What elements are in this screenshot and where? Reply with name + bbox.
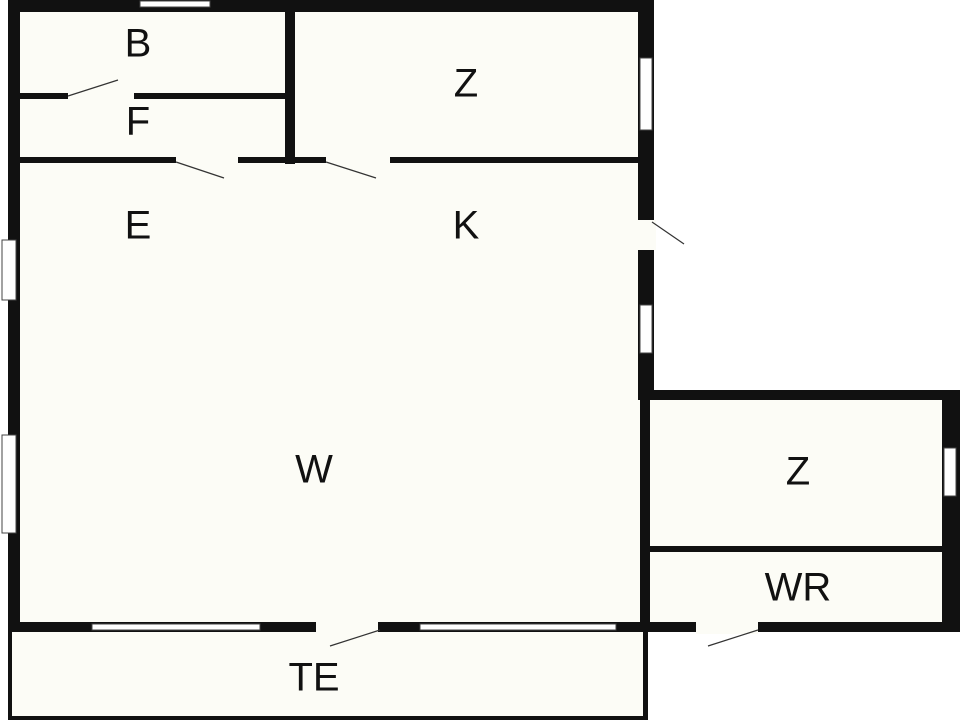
window-right-upper [639, 57, 653, 131]
window-bottom-left [91, 623, 261, 631]
floor-main [14, 8, 646, 628]
room-label-bathroom: B [125, 22, 152, 66]
door-gap-bathroom [68, 91, 134, 101]
floors [10, 8, 946, 718]
door-gap-hall [176, 155, 238, 165]
room-label-hall: F [126, 100, 150, 144]
room-label-utility: WR [765, 566, 832, 610]
door-gap-utility [696, 620, 758, 634]
terrace-right-edge [643, 628, 648, 720]
terrace-left-edge [8, 628, 12, 720]
room-label-kitchen: K [453, 204, 480, 248]
door-swing-entrance [651, 221, 685, 245]
wall-top [8, 0, 654, 12]
door-swing-bathroom [67, 79, 119, 97]
door-gap-terrace [316, 620, 378, 634]
door-swing-utility [707, 629, 759, 647]
wall-annex-divider [646, 546, 946, 552]
door-gap-entrance [636, 220, 656, 250]
wall-annex-right [942, 390, 960, 632]
window-right-lower [639, 304, 653, 354]
room-label-terrace: TE [288, 656, 339, 700]
room-label-bedroom-right: Z [786, 450, 810, 494]
door-gap-bedroom-top [326, 155, 390, 165]
door-swing-hall [175, 161, 225, 179]
door-swings [67, 79, 759, 647]
wall-bathroom-bottom [18, 93, 288, 99]
window-annex-right [943, 447, 957, 497]
room-label-living: W [295, 448, 333, 492]
window-top [139, 0, 211, 8]
door-swing-bedroom-top [325, 161, 377, 179]
window-bottom-right [419, 623, 617, 631]
wall-annex-left [640, 394, 650, 630]
door-openings [68, 91, 758, 634]
terrace-bottom-edge [8, 716, 648, 720]
door-swing-terrace [329, 629, 381, 647]
window-left-upper [1, 239, 17, 301]
window-left-lower [1, 434, 17, 534]
room-label-entry: E [125, 204, 152, 248]
floor-terrace [10, 628, 646, 718]
windows [1, 0, 957, 631]
room-label-bedroom-top: Z [454, 62, 478, 106]
room-labels: B F Z E K W Z WR TE [125, 22, 832, 700]
wall-bathroom-right [285, 8, 295, 164]
wall-annex-top [638, 390, 960, 400]
floor-annex [646, 394, 946, 628]
